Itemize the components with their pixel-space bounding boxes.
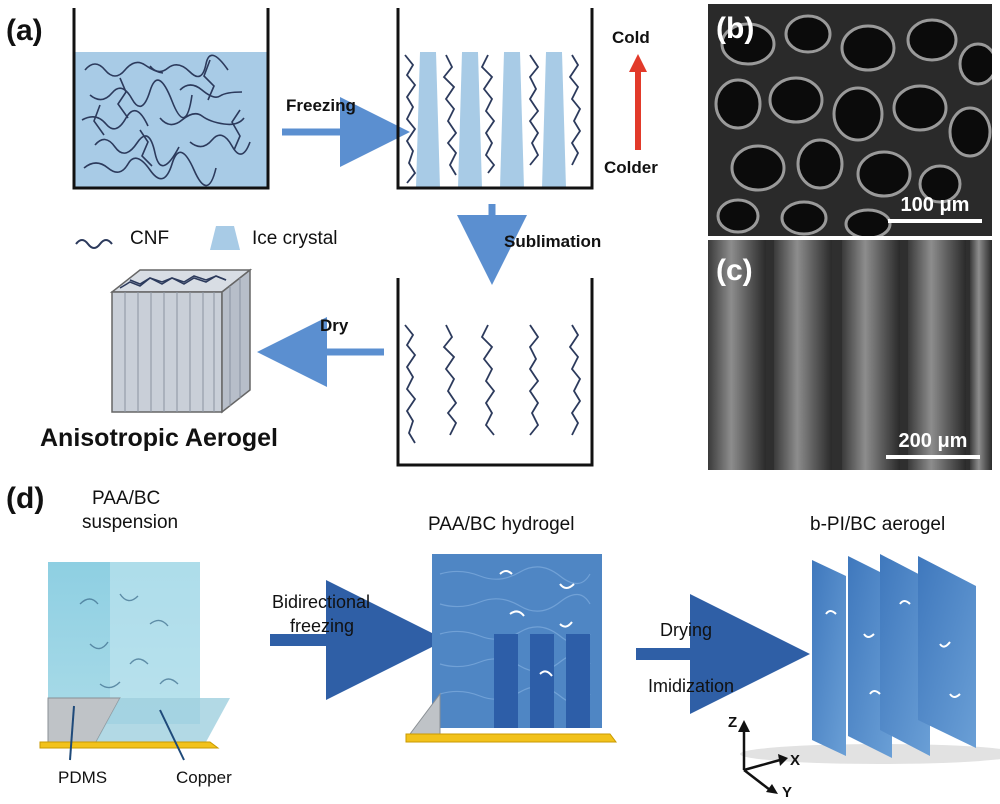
aerogel-caption: Anisotropic Aerogel [40, 424, 278, 452]
aerogel-cube-illustration [109, 268, 253, 414]
cnf-legend-icon [75, 239, 113, 249]
dry-label: Dry [320, 316, 349, 335]
copper-label: Copper [176, 768, 232, 787]
sem-image-b: (b) 100 μm [708, 4, 992, 236]
scale-label-b: 100 μm [900, 194, 970, 216]
panel-a-label: (a) [6, 14, 43, 47]
panel-d-label: (d) [6, 482, 45, 515]
hydrogel-label: PAA/BC hydrogel [428, 514, 575, 535]
copper-pointer [159, 709, 185, 761]
cnf-fibers [81, 54, 251, 187]
beaker-freezing [396, 8, 594, 190]
scale-bar-line-c [886, 455, 980, 459]
panel-d-diagram [39, 554, 1000, 794]
suspension-box [39, 562, 230, 761]
cnf-columns [404, 54, 582, 184]
drying-label: Drying [660, 620, 713, 640]
bidirectional-label-line2: freezing [290, 616, 355, 636]
pdms-pointer [69, 705, 75, 761]
beaker-cnf-suspension [72, 8, 270, 190]
panel-c-label: (c) [716, 254, 753, 287]
hydrogel-block [405, 554, 617, 743]
honeycomb-texture [708, 4, 992, 236]
sem-image-c: (c) 200 μm [708, 240, 992, 470]
axis-y-label: Y [782, 784, 793, 801]
imidization-label: Imidization [648, 676, 735, 696]
pdms-label: PDMS [58, 768, 108, 787]
axis-triad [738, 720, 788, 794]
cold-label: Cold [612, 28, 650, 47]
cnf-legend-label: CNF [130, 228, 170, 249]
suspension-label-line2: suspension [82, 512, 179, 533]
bidirectional-label-line1: Bidirectional [272, 592, 371, 612]
scale-bar-b: 100 μm [888, 194, 982, 223]
panel-b-label: (b) [716, 12, 755, 45]
ice-crystal-legend-icon [210, 226, 240, 250]
beaker-sublimated [396, 278, 594, 467]
colder-label: Colder [604, 158, 658, 177]
scale-bar-line-b [888, 219, 982, 223]
lamellar-texture [708, 240, 992, 470]
aerogel-sheets [740, 554, 1000, 764]
ice-crystal-legend-label: Ice crystal [252, 228, 338, 249]
suspension-label-line1: PAA/BC [92, 488, 161, 509]
freezing-label: Freezing [286, 96, 356, 115]
ice-crystals [416, 52, 566, 188]
panel-a-diagram [72, 8, 647, 467]
scale-label-c: 200 μm [898, 430, 968, 452]
aerogel-label: b-PI/BC aerogel [810, 514, 946, 535]
scale-bar-c: 200 μm [886, 430, 980, 459]
sublimation-label: Sublimation [504, 232, 602, 251]
axis-z-label: Z [728, 714, 738, 731]
axis-x-label: X [790, 752, 801, 769]
